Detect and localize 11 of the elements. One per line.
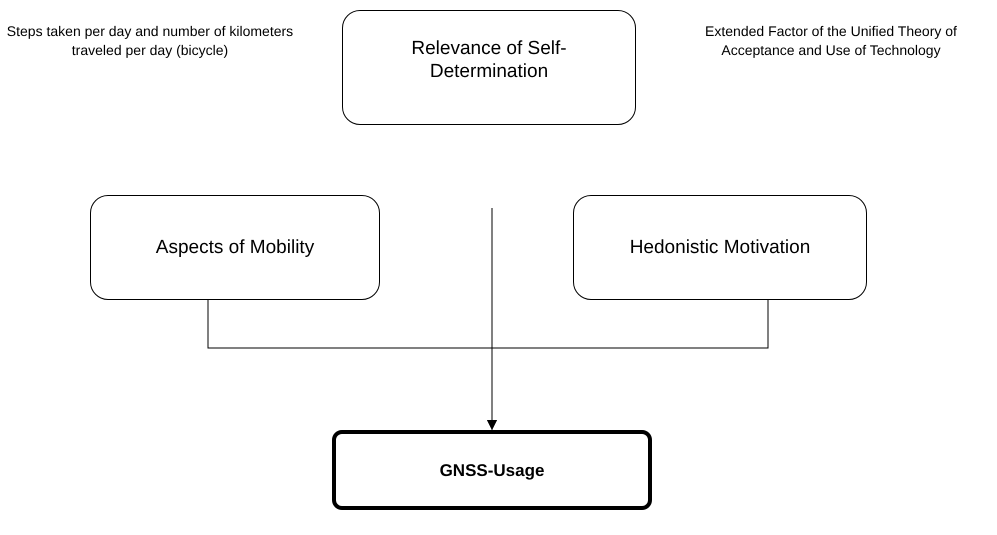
note-text: Steps taken per day and number of kilometers traveled per day (bicycle): [6, 22, 294, 60]
factor-box: [342, 10, 636, 125]
node-label: Aspects of Mobility: [156, 236, 314, 259]
node-label: GNSS-Usage: [440, 460, 544, 482]
note-text: Extended Factor of the Unified Theory of Acceptance and Use of Technology: [704, 22, 958, 60]
outcome-box: [332, 430, 652, 510]
factor-box: [573, 195, 867, 300]
node-label: Relevance of Self-Determination: [410, 37, 568, 83]
factor-box: [90, 195, 380, 300]
node-label: Hedonistic Motivation: [630, 236, 810, 259]
connector-line: [487, 300, 768, 430]
